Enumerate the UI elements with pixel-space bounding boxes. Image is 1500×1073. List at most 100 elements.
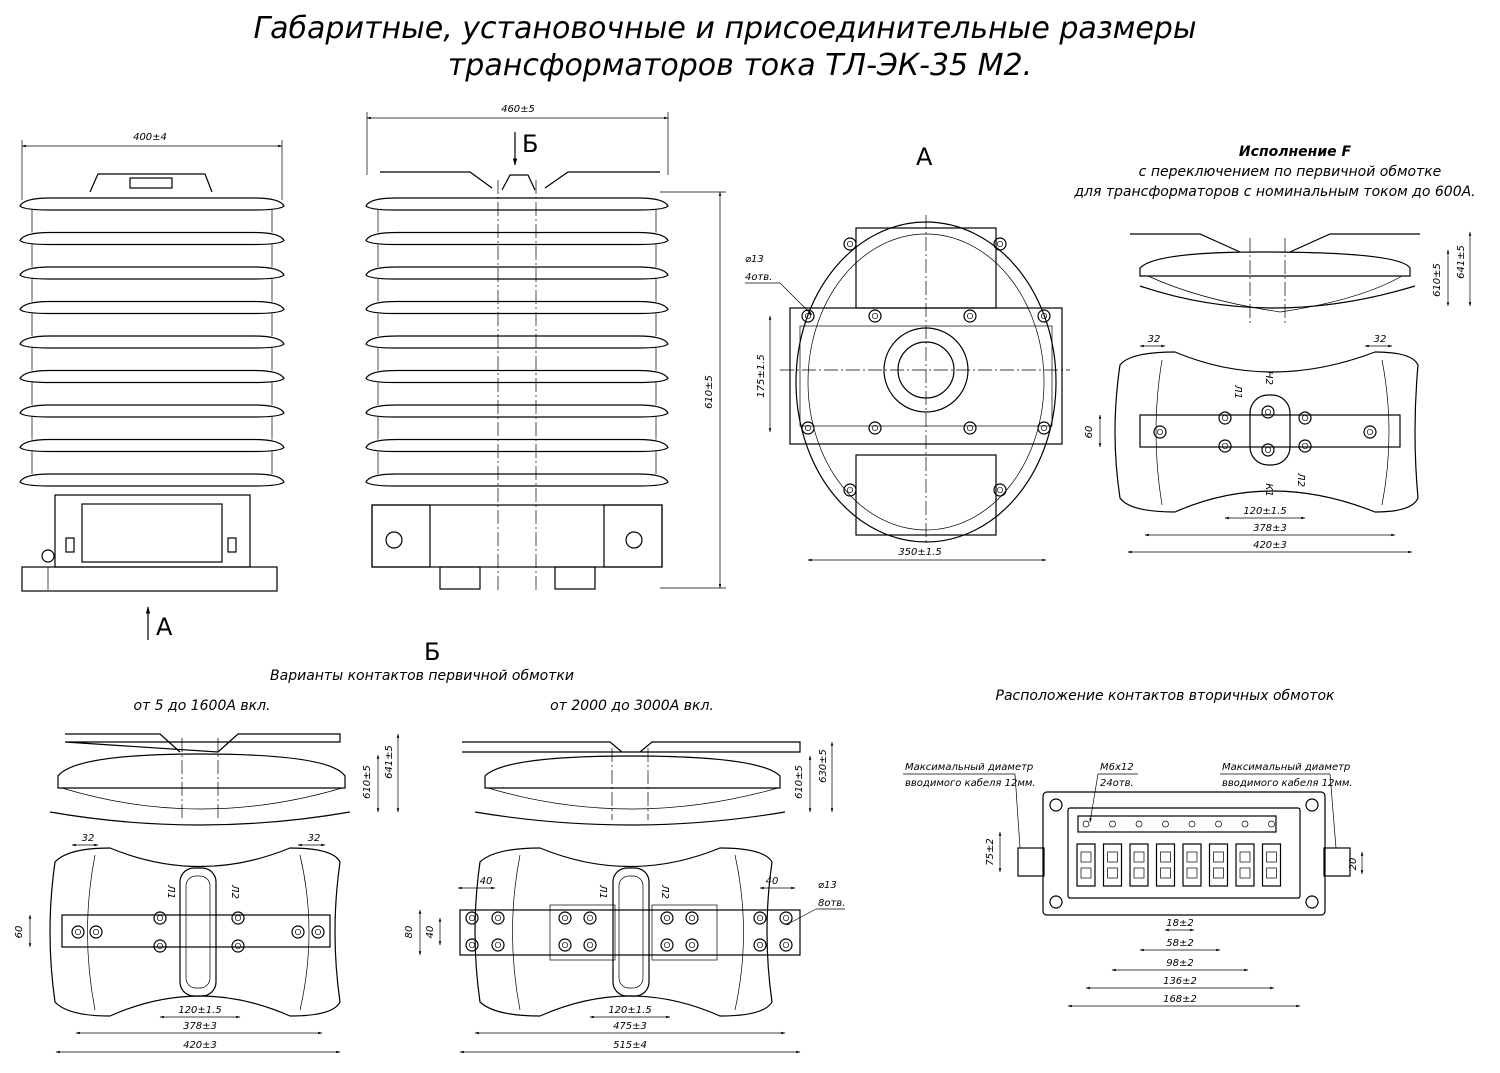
terminal-block (1102, 843, 1123, 887)
insulator-shed (19, 231, 285, 246)
top-view-a: А 175±1.5 350±1.5 ⌀13 4отв. (745, 143, 1070, 562)
insulator-shed (365, 266, 669, 280)
terminal-block (1261, 843, 1282, 887)
v2-label-l1: Л1 (597, 884, 608, 899)
bolt-hole (231, 939, 245, 953)
terminal-screw (1135, 820, 1143, 828)
v1-dim-378: 378±3 (183, 1021, 217, 1032)
secondary-terminals: Расположение контактов вторичных обмоток… (903, 688, 1364, 1008)
bolt-hole-inner (586, 941, 594, 949)
bolt-hole-inner (1264, 446, 1272, 454)
v2-dim-80: 80 (404, 926, 415, 939)
bolt-hole-inner (586, 914, 594, 922)
bolt-hole-inner (804, 424, 812, 432)
bolt-hole-inner (494, 941, 502, 949)
bolt-hole (843, 237, 857, 251)
side-height-dim: 610±5 (704, 375, 715, 409)
top-hole-note-1: ⌀13 (745, 254, 764, 265)
bolt-hole (1261, 405, 1275, 419)
bolt-hole (843, 483, 857, 497)
sec-dim-58: 58±2 (1166, 938, 1193, 949)
bolt-hole (779, 911, 793, 925)
bolt-hole-inner (1156, 428, 1164, 436)
terminal-clamp (1107, 851, 1118, 863)
f-dim-120: 120±1.5 (1243, 506, 1286, 517)
bolt-hole-inner (871, 424, 879, 432)
bolt-hole-inner (1040, 424, 1048, 432)
bolt-hole-inner (663, 941, 671, 949)
bolt-hole (993, 483, 1007, 497)
bolt-hole-inner (294, 928, 302, 936)
bolt-hole (1218, 411, 1232, 425)
bolt-hole-inner (688, 914, 696, 922)
insulator-shed (19, 369, 285, 384)
bolt-hole (583, 911, 597, 925)
bolt-hole (753, 911, 767, 925)
insulator-shed (19, 438, 285, 453)
insulator-shed (19, 266, 285, 280)
sec-left-note-2: вводимого кабеля 12мм. (905, 777, 1036, 789)
bolt-hole (1218, 439, 1232, 453)
terminal-clamp (1213, 867, 1224, 879)
terminal-clamp (1186, 851, 1198, 863)
v2-hole-1: ⌀13 (818, 880, 837, 891)
bolt-hole-inner (234, 942, 242, 950)
bolt-hole-inner (494, 914, 502, 922)
v2-dim-610: 610±5 (794, 765, 805, 799)
bolt-hole (801, 309, 815, 323)
terminal-screw (1082, 820, 1090, 828)
bolt-hole-inner (92, 928, 100, 936)
terminal-clamp (1160, 867, 1171, 879)
bolt-hole-inner (561, 941, 569, 949)
arrow-a-label: А (156, 613, 173, 641)
bolt-hole (1363, 425, 1377, 439)
f-dim-60: 60 (1084, 426, 1095, 439)
bolt-hole (153, 911, 167, 925)
bolt-hole-inner (804, 312, 812, 320)
terminal-screw (1162, 820, 1169, 828)
f-dim-32a: 32 (1148, 334, 1161, 345)
bolt-hole (465, 911, 479, 925)
insulator-shed (19, 300, 285, 315)
terminal-clamp (1160, 851, 1171, 863)
bolt-hole (291, 925, 305, 939)
bolt-hole (660, 938, 674, 952)
front-view: 400±4 (19, 132, 285, 592)
bolt-hole (558, 911, 572, 925)
insulator-shed (19, 473, 285, 487)
v1-dim-610: 610±5 (362, 765, 373, 799)
bolt-hole-inner (688, 941, 696, 949)
front-width-dim: 400±4 (133, 132, 167, 143)
bolt-hole (558, 938, 572, 952)
bolt-hole-inner (234, 914, 242, 922)
bolt-hole-inner (663, 914, 671, 922)
bolt-hole (868, 421, 882, 435)
insulator-shed (365, 438, 669, 453)
bolt-hole-inner (1301, 414, 1309, 422)
bolt-hole (1298, 411, 1312, 425)
top-dim-175: 175±1.5 (756, 354, 767, 397)
v1-dim-420: 420±3 (183, 1040, 217, 1051)
bolt-hole (231, 911, 245, 925)
bolt-hole (685, 911, 699, 925)
f-dim-378: 378±3 (1253, 523, 1287, 534)
side-width-dim: 460±5 (501, 104, 535, 115)
terminal-screw (1268, 820, 1275, 828)
bolt-hole (153, 939, 167, 953)
v2-heading: от 2000 до 3000А вкл. (550, 698, 714, 714)
bolt-hole-inner (1221, 442, 1229, 450)
arrow-b-label: Б (522, 130, 538, 158)
secondary-heading: Расположение контактов вторичных обмоток (996, 688, 1335, 704)
v2-dim-40b: 40 (766, 876, 779, 887)
bolt-hole (1261, 443, 1275, 457)
bolt-hole-inner (966, 424, 974, 432)
bolt-hole (1298, 439, 1312, 453)
bolt-hole-inner (1040, 312, 1048, 320)
sec-dim-98: 98±2 (1166, 958, 1193, 969)
v1-heading: от 5 до 1600А вкл. (134, 698, 271, 714)
bolt-hole (465, 938, 479, 952)
top-dim-350: 350±1.5 (898, 547, 941, 558)
bolt-hole-inner (156, 914, 164, 922)
insulator-shed (365, 231, 669, 246)
